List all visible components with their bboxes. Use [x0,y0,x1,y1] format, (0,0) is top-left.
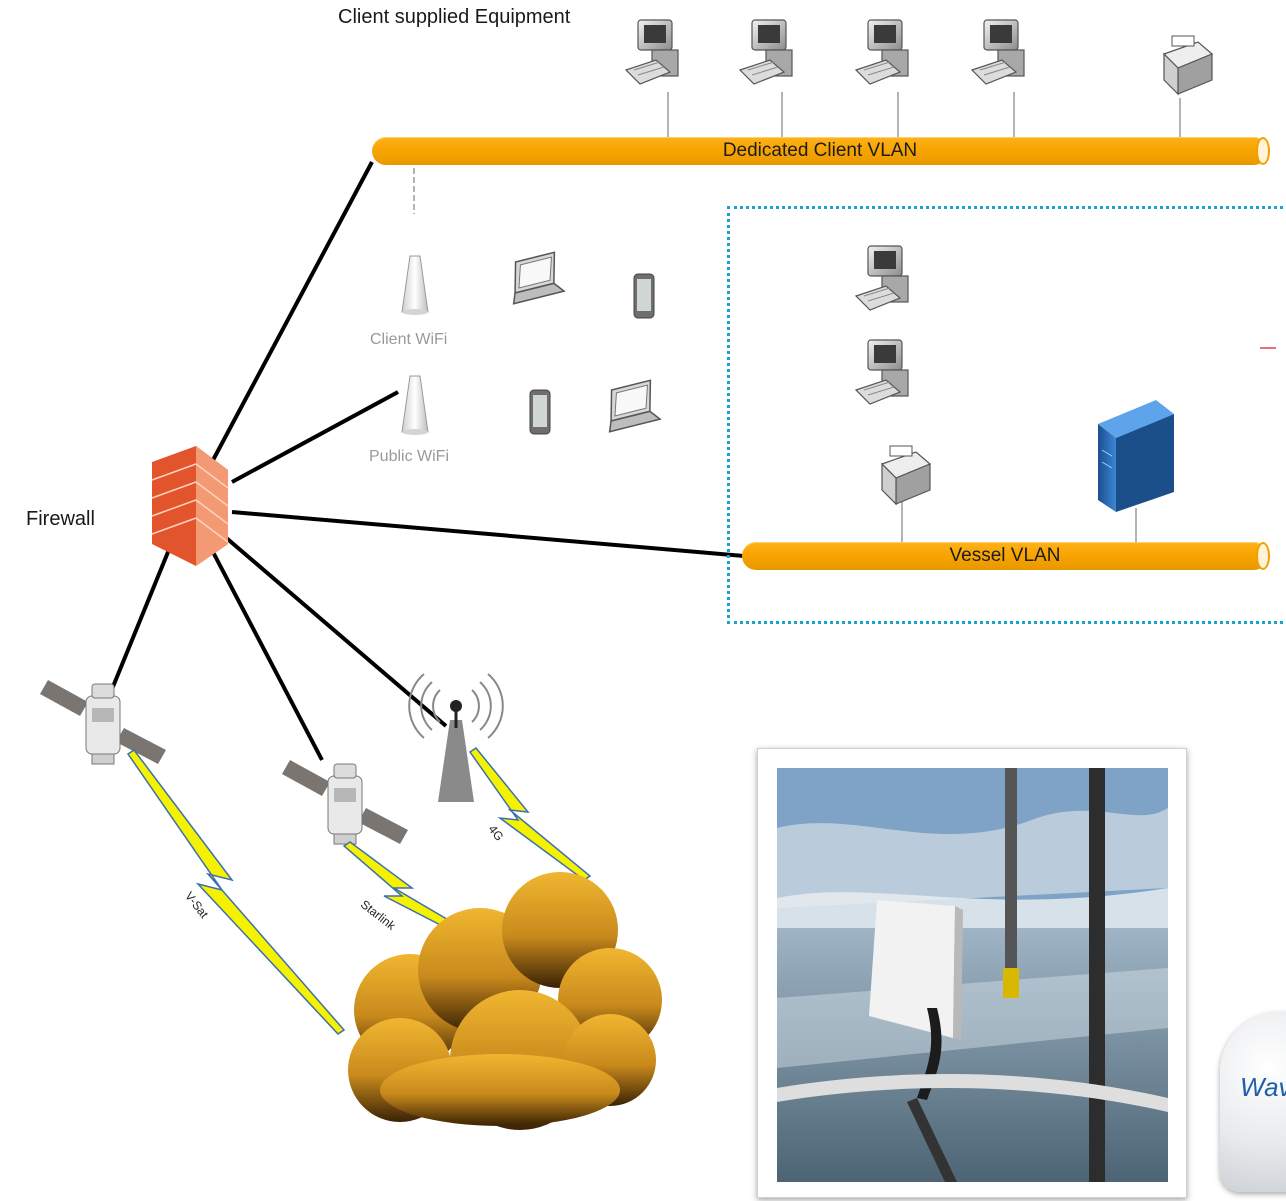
client-desktop-icon-3 [855,19,909,85]
client-desktop-icon-4 [971,19,1025,85]
client-wifi-access-point-icon [401,255,429,316]
public-wifi-access-point-icon [401,375,429,436]
device-drop-lines [413,92,1276,542]
public-laptop-icon [599,379,661,433]
client-printer-icon [1163,35,1213,95]
client-wifi-label: Client WiFi [370,331,448,348]
internet-cloud-icon [348,872,662,1130]
vessel-vlan-label: Vessel VLAN [949,545,1061,566]
client-vlan-label: Dedicated Client VLAN [722,140,918,161]
photo-scene [777,768,1168,1182]
vessel-server-icon [1098,400,1174,512]
client-phone-icon [633,273,655,319]
satellite-dome-icon: Wav [1220,1012,1286,1192]
client-vlan-bus: Dedicated Client VLAN [372,137,1270,165]
dome-brand-label: Wav [1240,1072,1286,1102]
wireless-links [126,746,592,1035]
client-equipment-title: Client supplied Equipment [338,6,571,28]
firewall-label: Firewall [26,508,95,530]
vsat-satellite-icon [39,679,167,765]
cell-tower-icon [408,673,504,802]
public-phone-icon [529,389,551,435]
starlink-installation-photo [757,748,1187,1198]
vessel-vlan-bus: Vessel VLAN [742,542,1270,570]
public-wifi-label: Public WiFi [369,448,450,465]
client-desktop-icon-2 [739,19,793,85]
vessel-network-zone [727,206,1286,624]
client-laptop-icon [503,251,565,305]
starlink-satellite-icon [281,759,409,845]
client-desktop-icon-1 [625,19,679,85]
firewall-icon [151,446,229,566]
